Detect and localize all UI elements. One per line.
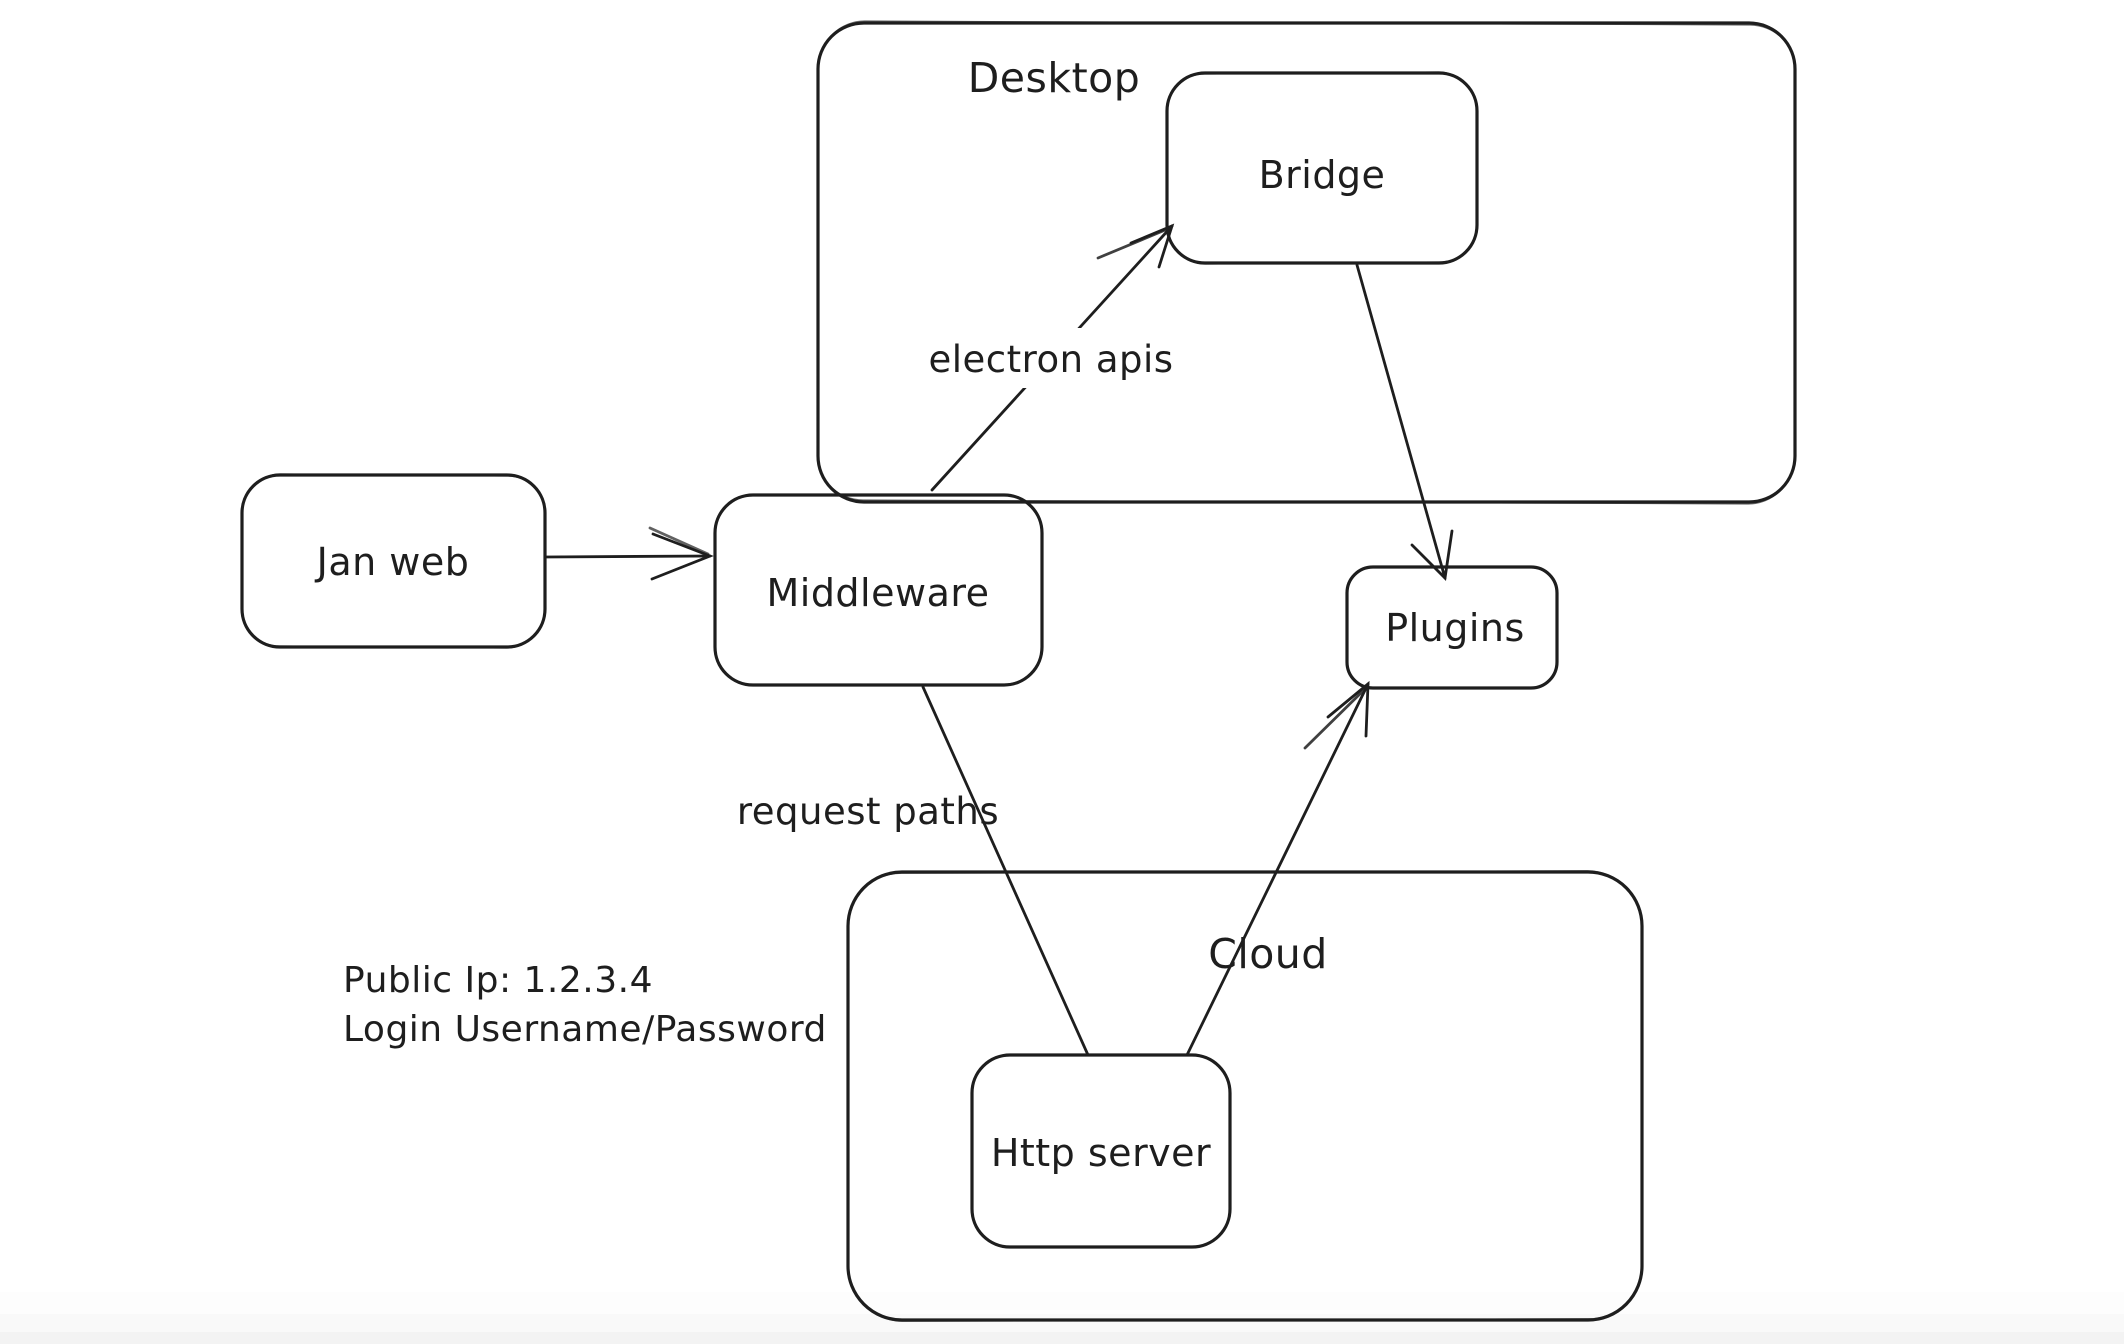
node-http-server[interactable]: Http server <box>970 1053 1232 1249</box>
canvas-bottom-fade-1 <box>0 1292 2124 1314</box>
arrow-janweb-to-middleware[interactable] <box>543 526 714 581</box>
edge-label-electron-apis[interactable]: electron apis <box>928 338 1173 381</box>
cloud-container-label[interactable]: Cloud <box>1208 930 1328 978</box>
node-middleware[interactable]: Middleware <box>713 493 1044 687</box>
plugins-sketch-line <box>1345 565 1559 690</box>
arrowhead-sketch-line <box>1096 226 1172 260</box>
http-server-sketch-line <box>970 1053 1232 1249</box>
arrow-middleware-to-bridge[interactable]: electron apis <box>918 223 1184 492</box>
bridge-sketch-line <box>1165 71 1479 265</box>
jan-web-sketch-line <box>240 473 547 649</box>
edge-label-background <box>918 328 1184 388</box>
node-bridge[interactable]: Bridge <box>1165 71 1479 265</box>
arrowhead-sketch-line <box>1303 686 1368 750</box>
arrow-bridge-to-plugins[interactable] <box>1355 263 1454 581</box>
desktop-container[interactable]: Desktop <box>816 20 1797 505</box>
edge-middleware-to-httpserver[interactable]: request paths <box>737 685 1090 1057</box>
jan-web-label[interactable]: Jan web <box>315 540 470 584</box>
plugins-label[interactable]: Plugins <box>1385 606 1525 650</box>
canvas-bottom-fade-3 <box>0 1332 2124 1344</box>
middleware-sketch-line <box>713 493 1044 687</box>
bridge-label[interactable]: Bridge <box>1259 153 1386 197</box>
arrow-httpserver-to-plugins[interactable] <box>1185 680 1370 1057</box>
arrowhead-chevron <box>650 532 714 581</box>
annotation-public-ip[interactable]: Public Ip: 1.2.3.4 <box>343 960 653 1001</box>
desktop-container-sketch-line <box>816 20 1797 505</box>
cloud-container[interactable] <box>846 870 1644 1322</box>
annotation-login[interactable]: Login Username/Password <box>343 1009 827 1050</box>
desktop-container-label[interactable]: Desktop <box>968 54 1141 102</box>
annotation-credentials[interactable]: Public Ip: 1.2.3.4 Login Username/Passwo… <box>343 960 827 1050</box>
arrowhead-sketch-line <box>648 526 710 556</box>
edge-label-request-paths[interactable]: request paths <box>737 790 999 833</box>
arrowhead <box>1326 680 1370 738</box>
arrowhead <box>1410 529 1454 581</box>
arrow-shaft <box>1185 682 1370 1057</box>
arrow-shaft <box>1355 263 1447 580</box>
cloud-container-sketch-line <box>846 870 1644 1322</box>
middleware-label[interactable]: Middleware <box>766 571 989 615</box>
node-jan-web[interactable]: Jan web <box>240 473 547 649</box>
arrow-shaft <box>543 554 712 559</box>
node-plugins[interactable]: Plugins <box>1345 565 1559 690</box>
http-server-label[interactable]: Http server <box>991 1131 1211 1175</box>
edge-line <box>921 685 1090 1057</box>
